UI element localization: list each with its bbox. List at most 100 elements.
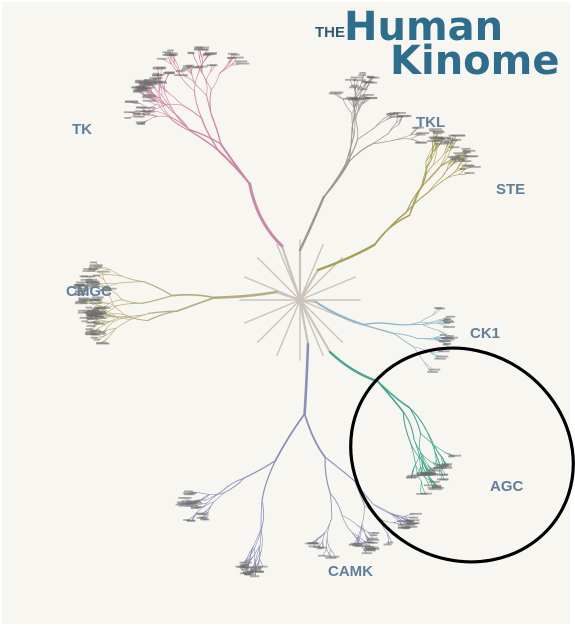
leaf-tick bbox=[442, 463, 453, 465]
leaf-tick bbox=[153, 78, 159, 80]
leaf-tick bbox=[467, 166, 481, 168]
leaf-tick bbox=[187, 520, 196, 522]
leaf-tick bbox=[443, 326, 455, 328]
leaf-tick bbox=[85, 332, 97, 334]
leaf-tick bbox=[452, 158, 464, 160]
leaf-tick bbox=[370, 534, 377, 536]
leaf-tick bbox=[352, 98, 359, 100]
group-label-ste: STE bbox=[496, 181, 525, 198]
leaf-tick bbox=[350, 77, 363, 79]
leaf-tick bbox=[81, 279, 93, 281]
leaf-tick bbox=[362, 81, 374, 83]
leaf-tick bbox=[308, 542, 318, 544]
leaf-tick bbox=[91, 337, 98, 339]
leaf-tick bbox=[94, 339, 100, 341]
leaf-tick bbox=[87, 316, 94, 318]
leaf-tick bbox=[196, 47, 209, 49]
leaf-tick bbox=[83, 270, 96, 272]
leaf-tick bbox=[152, 74, 163, 76]
leaf-tick bbox=[430, 468, 438, 470]
leaf-tick bbox=[90, 264, 103, 266]
leaf-tick bbox=[444, 321, 455, 323]
leaf-tick bbox=[440, 474, 448, 476]
leaf-tick bbox=[439, 465, 448, 467]
leaf-tick bbox=[96, 342, 107, 344]
leaf-tick bbox=[144, 82, 155, 84]
leaf-tick bbox=[330, 92, 343, 94]
leaf-tick bbox=[384, 544, 392, 546]
leaf-tick bbox=[87, 318, 98, 320]
leaf-tick bbox=[136, 121, 146, 123]
leaf-tick bbox=[432, 486, 441, 488]
leaf-tick bbox=[460, 168, 466, 170]
leaf-tick bbox=[184, 491, 193, 493]
leaf-tick bbox=[165, 72, 175, 74]
leaf-tick bbox=[157, 58, 167, 60]
leaf-tick bbox=[87, 325, 95, 327]
leaf-tick bbox=[183, 492, 196, 494]
leaf-tick bbox=[353, 79, 366, 81]
leaf-tick bbox=[75, 302, 88, 304]
leaf-tick bbox=[89, 266, 102, 268]
leaf-tick bbox=[197, 517, 204, 519]
leaf-tick bbox=[370, 542, 378, 544]
leaf-tick bbox=[191, 506, 202, 508]
leaf-tick bbox=[86, 313, 94, 315]
leaf-tick bbox=[439, 340, 452, 342]
leaf-tick bbox=[318, 555, 325, 557]
leaf-tick bbox=[81, 276, 95, 278]
leaf-tick bbox=[449, 455, 461, 457]
leaf-tick bbox=[365, 548, 375, 550]
leaf-tick bbox=[196, 513, 205, 515]
group-label-tk: TK bbox=[72, 121, 92, 138]
leaf-tick bbox=[124, 117, 130, 119]
leaf-tick bbox=[235, 61, 247, 63]
leaf-tick bbox=[202, 519, 209, 521]
leaf-tick bbox=[135, 110, 145, 112]
leaf-tick bbox=[444, 142, 453, 144]
leaf-tick bbox=[409, 517, 418, 519]
leaf-tick bbox=[428, 369, 440, 371]
leaf-tick bbox=[133, 116, 144, 118]
leaf-tick bbox=[427, 371, 438, 373]
leaf-tick bbox=[188, 52, 194, 54]
leaf-tick bbox=[444, 343, 452, 345]
group-label-camk: CAMK bbox=[328, 563, 373, 580]
leaf-tick bbox=[359, 72, 365, 74]
leaf-tick bbox=[325, 555, 331, 557]
leaf-tick bbox=[250, 575, 259, 577]
leaf-tick bbox=[143, 100, 155, 102]
leaf-tick bbox=[330, 556, 339, 558]
leaf-tick bbox=[240, 564, 248, 566]
leaf-tick bbox=[445, 335, 454, 337]
leaf-tick bbox=[165, 52, 172, 54]
leaf-tick bbox=[243, 571, 254, 573]
leaf-tick bbox=[407, 475, 415, 477]
leaf-tick bbox=[240, 562, 252, 564]
leaf-tick bbox=[442, 337, 452, 339]
leaf-tick bbox=[448, 156, 460, 158]
leaf-tick bbox=[135, 89, 143, 91]
leaf-tick bbox=[142, 95, 156, 97]
leaf-tick bbox=[93, 309, 100, 311]
leaf-tick bbox=[439, 479, 448, 481]
leaf-tick bbox=[389, 112, 400, 114]
leaf-tick bbox=[142, 113, 150, 115]
leaf-tick bbox=[440, 334, 446, 336]
leaf-tick bbox=[125, 101, 139, 103]
leaf-tick bbox=[86, 307, 93, 309]
leaf-tick bbox=[137, 123, 145, 125]
leaf-tick bbox=[141, 87, 154, 89]
leaf-tick bbox=[433, 131, 445, 133]
leaf-tick bbox=[89, 268, 97, 270]
leaf-tick bbox=[231, 54, 240, 56]
leaf-tick bbox=[153, 67, 167, 69]
group-label-ck1: CK1 bbox=[470, 325, 500, 342]
leaf-tick bbox=[415, 134, 426, 136]
leaf-tick bbox=[317, 547, 324, 549]
leaf-tick bbox=[250, 569, 261, 571]
leaf-tick bbox=[196, 66, 208, 68]
leaf-tick bbox=[410, 513, 422, 515]
leaf-tick bbox=[390, 116, 403, 118]
